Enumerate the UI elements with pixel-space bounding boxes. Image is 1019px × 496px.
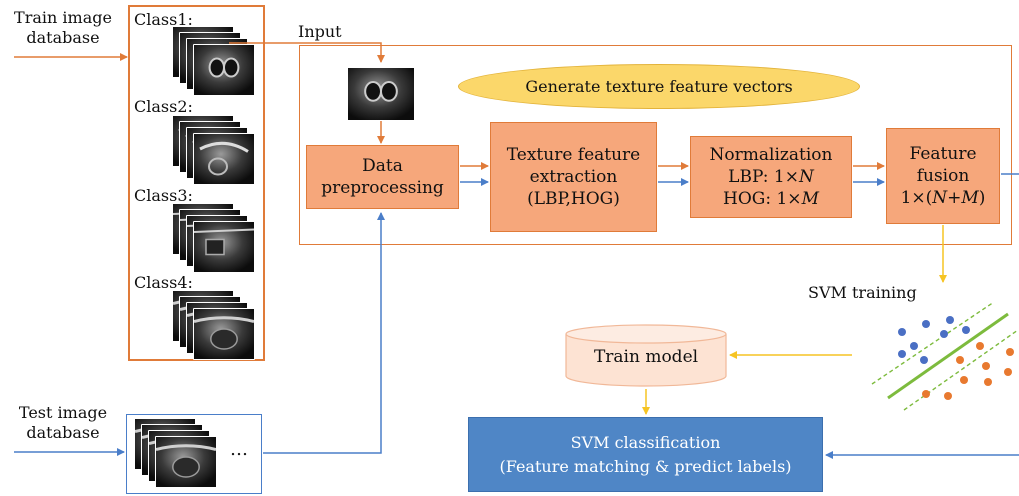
preprocess-line2: preprocessing [321, 178, 444, 198]
texture-extraction-box: Texture feature extraction (LBP,HOG) [490, 122, 657, 232]
train-model-label: Train model [593, 347, 699, 367]
test-image-panel [126, 414, 262, 494]
normalization-box: Normalization LBP: 1×N HOG: 1×M [690, 136, 852, 218]
class2-label: Class2: [134, 97, 193, 116]
test-db-label: Test image database [18, 403, 108, 442]
svm-training-label: SVM training [808, 283, 917, 302]
texture-line2: extraction [529, 167, 618, 187]
normalization-lbp: LBP: 1×N [728, 167, 814, 187]
data-preprocessing-box: Data preprocessing [306, 145, 459, 209]
class3-label: Class3: [134, 186, 193, 205]
normalization-hog: HOG: 1×M [723, 189, 819, 209]
ultrasound-thumbnail-icon [155, 436, 217, 488]
ultrasound-thumbnail-icon [193, 308, 255, 360]
svm-scatter-icon [871, 301, 1019, 411]
train-db-label: Train image database [14, 8, 112, 47]
ultrasound-thumbnail-icon [193, 44, 255, 96]
class1-label: Class1: [134, 10, 193, 29]
train-class-panel [128, 5, 265, 361]
preprocess-line1: Data [362, 156, 403, 176]
train-model-cylinder [565, 324, 727, 387]
ultrasound-thumbnail-icon [193, 221, 255, 273]
ultrasound-thumbnail-icon [193, 133, 255, 185]
fusion-formula: 1×(N+M) [900, 188, 986, 208]
svm-classification-line1: SVM classification [570, 432, 721, 452]
svm-classification-line2: (Feature matching & predict labels) [499, 456, 792, 476]
normalization-title: Normalization [709, 145, 833, 165]
svm-classification-box: SVM classification (Feature matching & p… [468, 417, 823, 492]
texture-line3: (LBP,HOG) [527, 189, 620, 209]
fusion-line2: fusion [916, 166, 970, 186]
test-ellipsis: … [230, 439, 248, 460]
feature-generation-frame [299, 45, 1012, 245]
feature-fusion-box: Feature fusion 1×(N+M) [886, 128, 1000, 224]
class4-label: Class4: [134, 273, 193, 292]
generate-features-ellipse: Generate texture feature vectors [458, 64, 860, 109]
input-label: Input [298, 22, 342, 41]
texture-line1: Texture feature [506, 145, 641, 165]
ultrasound-thumbnail-icon [347, 67, 415, 121]
fusion-line1: Feature [909, 144, 977, 164]
